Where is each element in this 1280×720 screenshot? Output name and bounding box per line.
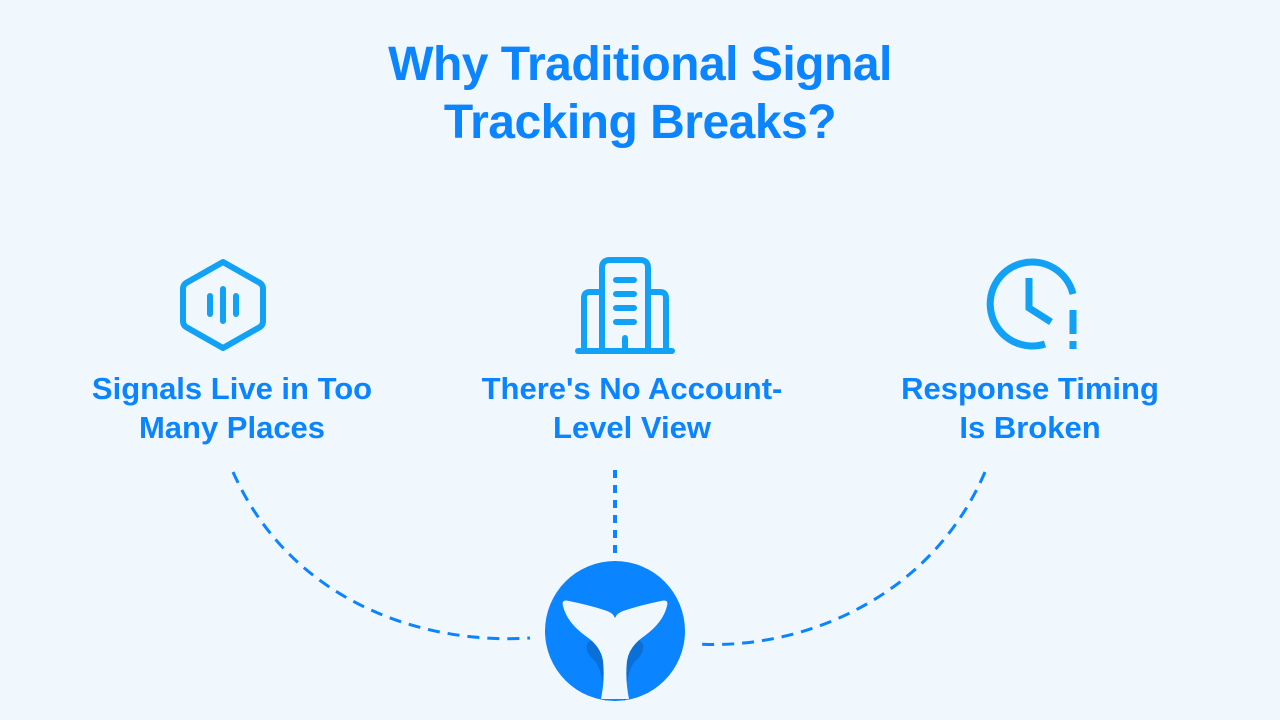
page-title: Why Traditional Signal Tracking Breaks?: [0, 36, 1280, 152]
item-label-account-view: There's No Account- Level View: [442, 369, 822, 447]
item-label-line: Many Places: [138, 410, 326, 445]
item-label-response-timing: Response Timing Is Broken: [840, 369, 1220, 447]
item-label-line: Is Broken: [959, 410, 1101, 445]
item-label-signals: Signals Live in Too Many Places: [42, 369, 422, 447]
item-label-line: Signals Live in Too: [91, 371, 373, 406]
title-line-1: Why Traditional Signal: [388, 38, 892, 91]
item-label-line: Level View: [553, 410, 711, 445]
connector-right: [697, 471, 987, 646]
whale-tail-logo-icon: [545, 561, 685, 701]
building-icon: [575, 257, 675, 354]
clock-alert-icon: [986, 258, 1077, 350]
connector-left: [231, 471, 531, 641]
item-label-line: There's No Account-: [481, 371, 783, 406]
title-line-2: Tracking Breaks?: [443, 96, 837, 149]
item-label-line: Response Timing: [901, 371, 1159, 406]
hexagon-signal-icon: [180, 259, 266, 351]
